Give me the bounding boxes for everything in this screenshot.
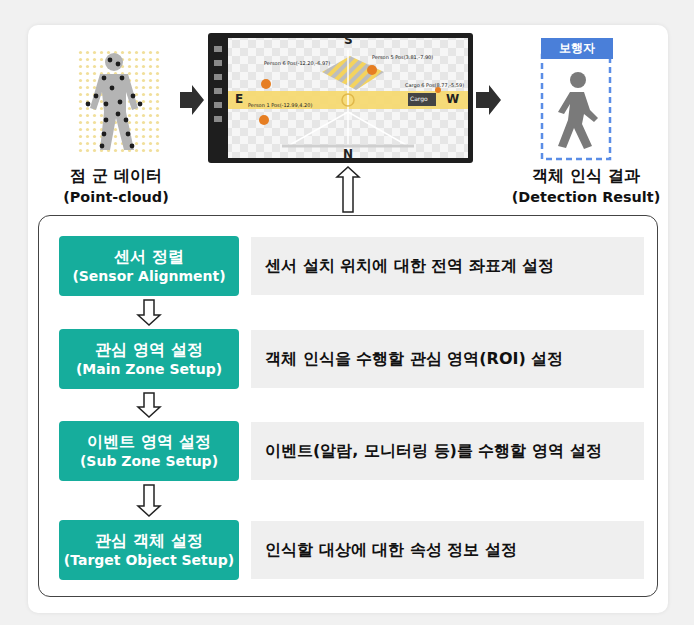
description-box: 이벤트(알람, 모니터링 등)를 수행할 영역 설정 <box>251 422 644 480</box>
point-cloud-node: 점 군 데이터(Point-cloud) <box>55 45 177 208</box>
hollow-arrow <box>138 393 160 417</box>
step-box: 관심 객체 설정(Target Object Setup) <box>59 520 239 580</box>
description-box: 인식할 대상에 대한 속성 정보 설정 <box>251 521 644 579</box>
hollow-arrow <box>138 300 160 325</box>
screen-label: Cargo 6 Pos(8.77,-5.59) <box>405 83 464 88</box>
screen-label: Person 6 Pos(-12.20,-6.97) <box>264 61 330 66</box>
description-box: 객체 인식을 수행할 관심 영역(ROI) 설정 <box>251 330 644 388</box>
step-box: 센서 정렬(Sensor Alignment) <box>59 236 239 296</box>
step-title: 관심 객체 설정 <box>95 530 202 552</box>
block-arrow <box>476 85 501 115</box>
step-title: 관심 영역 설정 <box>95 339 202 361</box>
step-title: 이벤트 영역 설정 <box>87 431 210 453</box>
screen-label: W <box>446 93 459 105</box>
step-description: 이벤트(알람, 모니터링 등)를 수행할 영역 설정 <box>265 441 602 462</box>
step-subtitle: (Sub Zone Setup) <box>80 452 218 471</box>
step-subtitle: (Target Object Setup) <box>64 551 234 570</box>
step-description: 센서 설치 위치에 대한 전역 좌표계 설정 <box>265 256 554 277</box>
step-title: 센서 정렬 <box>114 246 184 268</box>
description-box: 센서 설치 위치에 대한 전역 좌표계 설정 <box>251 237 644 295</box>
step-description: 인식할 대상에 대한 속성 정보 설정 <box>265 540 517 561</box>
step-subtitle: (Main Zone Setup) <box>76 360 222 379</box>
screen-label: S <box>344 34 353 46</box>
screen-label: N <box>343 148 353 160</box>
hollow-arrow <box>337 167 359 212</box>
caption-title: 점 군 데이터 <box>70 164 161 187</box>
block-arrow <box>180 85 204 115</box>
caption-subtitle: (Point-cloud) <box>63 187 169 208</box>
screen-label: E <box>235 93 243 105</box>
caption-subtitle: (Detection Result) <box>512 187 660 208</box>
setup-panel: 센서 정렬(Sensor Alignment) 센서 설치 위치에 대한 전역 좌… <box>38 215 658 597</box>
detection-node: 보행자객체 인식 결과(Detection Result) <box>505 36 667 208</box>
monitor-screenshot <box>208 33 473 163</box>
hollow-arrow <box>138 485 160 516</box>
step-box: 관심 영역 설정(Main Zone Setup) <box>59 329 239 389</box>
screen-label: Person 1 Pos(-12.99,4.20) <box>248 103 312 108</box>
step-subtitle: (Sensor Alignment) <box>72 267 225 286</box>
caption-title: 객체 인식 결과 <box>532 164 639 187</box>
screen-label: Person 5 Pos(3.81,-7.90) <box>372 55 433 60</box>
point-cloud-figure <box>76 50 162 154</box>
step-description: 객체 인식을 수행할 관심 영역(ROI) 설정 <box>265 349 563 370</box>
monitor-node: S Person 6 Pos(-12.20,-6.97) Person 5 Pos(… <box>208 33 473 163</box>
screen-label: Cargo <box>410 96 428 102</box>
pedestrian-figure <box>542 55 610 159</box>
step-box: 이벤트 영역 설정(Sub Zone Setup) <box>59 421 239 481</box>
class-chip: 보행자 <box>541 38 613 59</box>
